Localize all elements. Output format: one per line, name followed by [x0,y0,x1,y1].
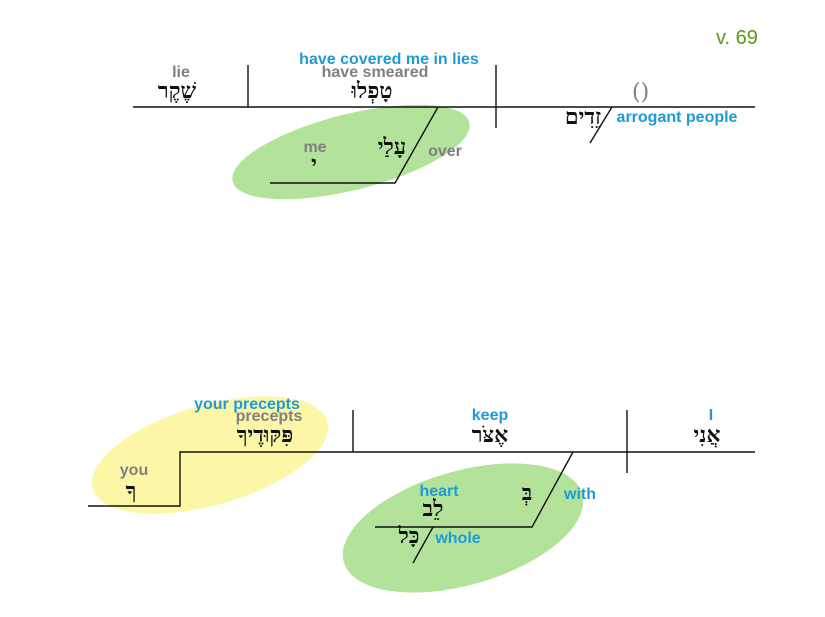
prep-hebrew-bottom: בְּ [521,480,533,506]
verb-translation: have covered me in lies [299,51,479,68]
subject-hebrew-bottom: אֲנִי [693,422,721,448]
subject-gloss: arrogant people [616,109,738,126]
top-prep-line [270,106,439,184]
prep-gloss-bottom: with [564,486,596,503]
verb-gloss-bottom: keep [471,407,509,424]
prep-gloss: over [428,143,462,160]
subject-gloss-bottom: I [708,407,714,424]
subject-placeholder: () [632,80,650,105]
object-gloss: lie [172,64,190,81]
possessor-gloss: you [119,462,149,479]
object-hebrew-bottom: פִּקּוּדֶיךָ [236,422,294,448]
object-gloss-bottom: precepts [235,408,303,425]
highlight-whole-heart [342,463,584,593]
verb-gloss: have smeared [321,64,429,81]
bottom-prep-line [375,451,574,528]
verse-number: v. 69 [716,27,758,49]
top-modifier-slash [589,106,613,144]
object-translation-bottom: your precepts [194,396,300,413]
prep-object-hebrew-bottom: לֵב [422,496,444,522]
prep-hebrew: עָלַי [377,134,407,160]
highlight-over-me [232,104,470,200]
verb-hebrew: טָפְלוּ [351,78,393,104]
bottom-baseline [88,451,755,507]
subject-hebrew: זֵדִים [564,104,602,130]
highlight-your-precepts [91,396,329,514]
object-hebrew: שֶׁקֶר [157,78,197,104]
verb-hebrew-bottom: אֶצֹּר [471,422,509,448]
modifier-hebrew: כָּל [398,523,420,549]
modifier-gloss: whole [435,530,481,547]
prep-object-gloss-bottom: heart [419,483,459,500]
prep-object-hebrew: י [311,151,317,177]
prep-object-gloss: me [303,139,327,156]
possessor-hebrew: ךָ [125,478,137,504]
bottom-modifier-slash [412,526,434,564]
